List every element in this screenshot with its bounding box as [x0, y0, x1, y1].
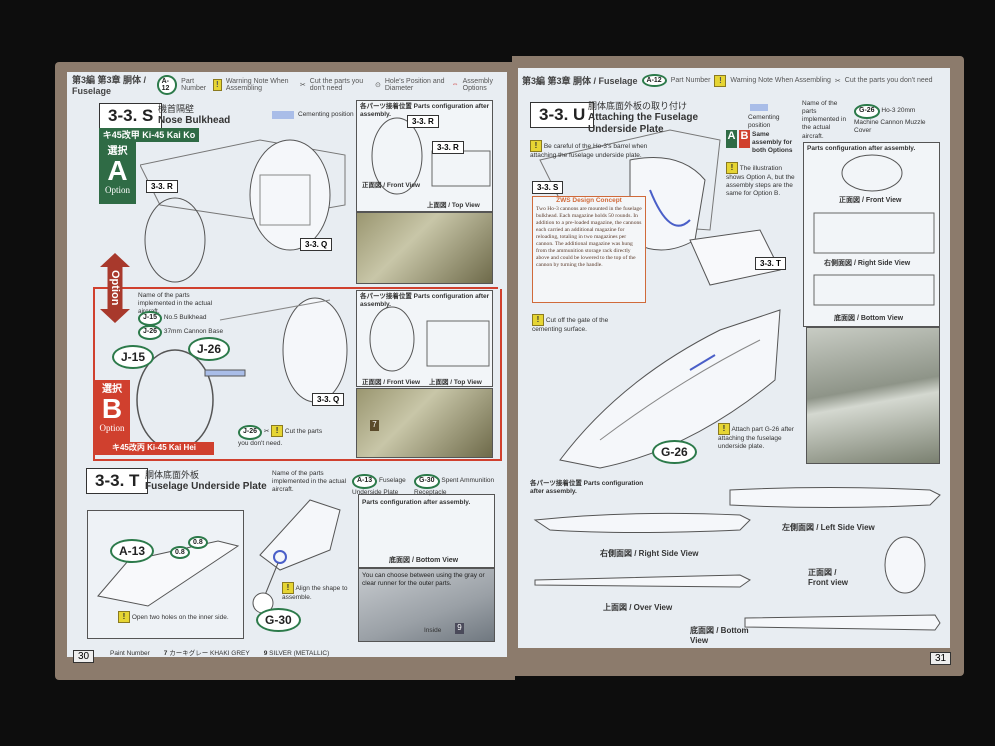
runner-photo: You can choose between using the gray or… — [358, 568, 495, 642]
legend-label: Part Number — [181, 77, 207, 92]
gate-note: ! Cut off the gate of the cementing surf… — [532, 314, 609, 333]
option-a-badge: キ45改甲 Ki-45 Kai Ko — [99, 128, 199, 142]
hole-diameter: 0.8 — [188, 536, 208, 549]
front-view-label: 正面図 / Front view — [808, 568, 849, 587]
cut-icon: ✂ — [299, 81, 306, 89]
part-j15: J-15 No.5 Bulkhead — [138, 311, 206, 326]
option-a-panel: 選択 A Option — [99, 142, 136, 204]
part-a13: A-13 Fuselage Underside Plate — [352, 474, 410, 497]
legend-label: Part Number — [670, 77, 711, 84]
cementing-label: Cementing position — [748, 114, 780, 130]
align-note: ! Align the shape to assemble. — [282, 582, 348, 601]
fuselage-underside-drawing — [559, 309, 781, 469]
page-number: 31 — [930, 652, 952, 665]
legend-label: Hole's Position and Diameter — [384, 77, 445, 92]
cementing-label: Cementing position — [298, 111, 354, 118]
cut-icon: ✂ — [834, 77, 841, 85]
right-side-view-label: 右側面図 / Right Side View — [600, 549, 699, 558]
step-number-t: 3-3. T — [86, 468, 149, 494]
section-title: 第3編 第3章 胴体 / Fuselage — [522, 76, 638, 86]
part-g30: G-30 Spent Ammunition Receptacle — [414, 474, 498, 497]
fuselage-photo — [806, 327, 940, 464]
underside-plate-drawing — [539, 129, 781, 286]
cementing-swatch — [750, 104, 768, 111]
cementing-swatch — [272, 111, 294, 119]
over-view-label: 上面図 / Over View — [603, 603, 673, 612]
config-panel-b: 各パーツ接着位置 Parts configuration after assem… — [356, 290, 493, 387]
receptacle-drawing — [252, 499, 341, 614]
part-number-icon: A-12 — [156, 74, 178, 95]
cut-note: J-26 ✂ ! Cut the parts you don't need. — [238, 425, 323, 447]
legend-label: Warning Note When Assembling — [730, 77, 831, 84]
callout-j26: J-26 — [188, 337, 231, 361]
part-g26: G-26 Ho-3 20mm Machine Cannon Muzzle Cov… — [854, 104, 940, 135]
option-divider — [93, 287, 498, 289]
legend-label: Warning Note When Assembling — [225, 77, 289, 92]
config-panel-t: Parts configuration after assembly. 底面図 … — [358, 494, 495, 568]
callout-g26: G-26 — [652, 440, 697, 464]
step-number-u: 3-3. U — [530, 102, 595, 128]
option-b-badge: キ45改丙 Ki-45 Kai Hei — [94, 442, 214, 455]
ref-3-3-s: 3-3. S — [532, 181, 564, 194]
config-panel-a: 各パーツ接着位置 Parts configuration after assem… — [356, 100, 493, 212]
bulkhead-b-drawing — [136, 297, 348, 451]
same-assembly-label: Same assembly for both Options — [752, 131, 793, 155]
hole-diameter: 0.8 — [170, 546, 190, 559]
barrel-warning: ! Be careful of the Ho-3's barrel when a… — [530, 140, 648, 159]
config-panel-u: Parts configuration after assembly. 正面図 … — [803, 142, 940, 327]
legend-label: Cut the parts you don't need — [844, 77, 933, 84]
paint-legend: Paint Number 7 カーキグレー KHAKI GREY 9 SILVE… — [110, 650, 330, 657]
drill-icon: ⊙ — [374, 81, 381, 89]
option-b-area — [93, 289, 502, 461]
option-b-panel: 選択 B Option — [94, 380, 130, 442]
callout-g30: G-30 — [256, 608, 301, 632]
page-number: 30 — [73, 650, 95, 663]
nose-bulkhead-drawing — [140, 139, 346, 283]
warning-icon: ! — [714, 74, 727, 87]
legend-label: Cut the parts you don't need — [309, 77, 364, 92]
paint-bottle-7: 7 — [370, 420, 379, 431]
legend-label: Assembly Options — [462, 77, 493, 92]
bottom-view-label: 底面図 / Bottom View — [690, 626, 749, 645]
ref-3-3-q: 3-3. Q — [300, 238, 333, 251]
section-title: 第3編 第3章 胴体 / Fuselage — [72, 75, 147, 96]
parts-title: Name of the parts implemented in the act… — [272, 470, 347, 494]
left-side-view-label: 左側面図 / Left Side View — [782, 523, 875, 532]
ref-3-3-r: 3-3. R — [146, 180, 178, 193]
underside-plate-panel: A-13 0.8 0.8 ! Open two holes on the inn… — [87, 510, 244, 639]
attach-note: ! Attach part G-26 after attaching the f… — [718, 423, 794, 451]
ref-3-3-t: 3-3. T — [755, 257, 786, 270]
part-number-icon: A-12 — [641, 74, 667, 87]
assembly-photo-a — [356, 212, 493, 284]
parts-title: Name of the parts implemented in the act… — [802, 100, 847, 140]
step-number-s: 3-3. S — [99, 103, 163, 129]
callout-j15: J-15 — [112, 345, 155, 369]
config-title: 各パーツ接着位置 Parts configuration after assem… — [530, 480, 644, 496]
option-note: ! The illustration shows Option A, but t… — [726, 162, 795, 198]
final-views-drawing — [533, 487, 941, 631]
design-concept-box: ZWS Design Concept Two Ho-3 cannons are … — [532, 196, 646, 303]
part-j26: J-26 37mm Cannon Base — [138, 325, 223, 340]
option-arrow-icon: ⇔ — [451, 81, 459, 88]
ref-3-3-q: 3-3. Q — [312, 393, 345, 406]
warning-icon: ! — [212, 78, 222, 91]
